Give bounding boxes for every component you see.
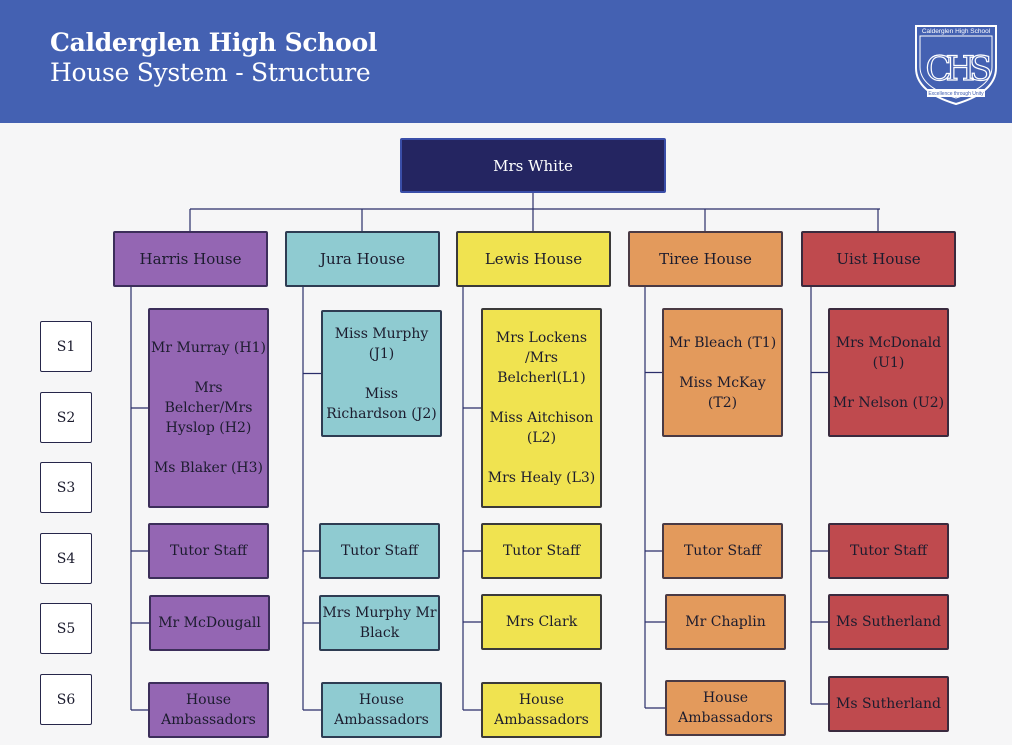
house-name: Uist House — [836, 250, 921, 268]
lewis-tutor-group-leaders: Mrs Lockens /Mrs Belcherl(L1) Miss Aitchi… — [481, 308, 602, 508]
svg-text:CHS: CHS — [926, 49, 991, 89]
uist-ambassadors-box: Ms Sutherland — [828, 676, 949, 732]
lewis-house-box: Lewis House — [456, 231, 611, 287]
tutor-group-leader: Mrs Belcher/Mrs Hyslop (H2) — [164, 380, 253, 436]
senior-staff-name: Mrs Clark — [505, 614, 578, 630]
svg-text:Excellence through Unity: Excellence through Unity — [928, 91, 984, 97]
jura-house-box: Jura House — [285, 231, 440, 287]
tiree-house-box: Tiree House — [628, 231, 783, 287]
tutor-group-leader: Miss Murphy (J1) — [334, 325, 429, 362]
tiree-ambassadors-box: House Ambassadors — [665, 680, 786, 736]
header-banner: Calderglen High School House System - St… — [0, 0, 1012, 123]
chart-subtitle: House System - Structure — [50, 58, 371, 87]
tutor-group-leader: Miss Richardson (J2) — [326, 385, 437, 422]
tutor-group-leader: Mr Murray (H1) — [151, 340, 266, 356]
tiree-tutor-group-leaders: Mr Bleach (T1) Miss McKay (T2) — [662, 308, 783, 437]
house-name: Tiree House — [659, 250, 752, 268]
tutor-group-leader: Miss McKay (T2) — [679, 374, 766, 411]
year-label: S4 — [56, 550, 76, 567]
year-box-s3: S3 — [40, 462, 92, 513]
head-box: Mrs White — [400, 138, 666, 193]
head-name: Mrs White — [493, 156, 573, 175]
tutor-group-leader: Mrs Lockens /Mrs Belcherl(L1) — [495, 330, 588, 386]
year-box-s1: S1 — [40, 321, 92, 372]
year-box-s2: S2 — [40, 392, 92, 443]
tutor-group-leader: Mrs Healy (L3) — [487, 470, 596, 486]
senior-staff-name: Mr McDougall — [158, 615, 261, 631]
tutor-staff-label: Tutor Staff — [849, 543, 928, 559]
tutor-group-leader: Mr Bleach (T1) — [668, 334, 777, 351]
year-label: S2 — [56, 409, 76, 426]
jura-tutor-staff-box: Tutor Staff — [319, 523, 440, 579]
year-box-s4: S4 — [40, 533, 92, 584]
year-box-s5: S5 — [40, 603, 92, 654]
ambassadors-label: House Ambassadors — [334, 692, 429, 728]
school-crest-logo: Calderglen High School CHS Excellence th… — [915, 25, 997, 106]
year-box-s6: S6 — [40, 674, 92, 725]
jura-ambassadors-box: House Ambassadors — [321, 682, 442, 738]
ambassadors-label: House Ambassadors — [161, 692, 256, 728]
lewis-senior-box: Mrs Clark — [481, 594, 602, 650]
tutor-staff-label: Tutor Staff — [340, 543, 419, 559]
tiree-tutor-staff-box: Tutor Staff — [662, 523, 783, 579]
uist-tutor-group-leaders: Mrs McDonald (U1) Mr Nelson (U2) — [828, 308, 949, 437]
tutor-group-leader: Mr Nelson (U2) — [832, 394, 945, 411]
lewis-ambassadors-box: House Ambassadors — [481, 682, 602, 738]
tutor-group-leader: Miss Aitchison (L2) — [489, 410, 594, 446]
uist-house-box: Uist House — [801, 231, 956, 287]
ambassadors-label: Ms Sutherland — [836, 696, 941, 712]
tutor-group-leader: Ms Blaker (H3) — [153, 460, 264, 476]
uist-senior-box: Ms Sutherland — [828, 594, 949, 650]
tutor-group-leader: Mrs McDonald (U1) — [835, 334, 942, 371]
house-name: Lewis House — [484, 250, 583, 268]
harris-senior-box: Mr McDougall — [149, 595, 270, 651]
house-name: Harris House — [139, 250, 242, 268]
senior-staff-name: Mrs Murphy Mr Black — [322, 605, 437, 641]
jura-tutor-group-leaders: Miss Murphy (J1) Miss Richardson (J2) — [321, 310, 442, 437]
house-name: Jura House — [320, 250, 405, 268]
tiree-senior-box: Mr Chaplin — [665, 594, 786, 650]
year-label: S3 — [56, 479, 76, 496]
senior-staff-name: Ms Sutherland — [836, 614, 941, 630]
svg-text:Calderglen High School: Calderglen High School — [922, 28, 991, 35]
jura-senior-box: Mrs Murphy Mr Black — [319, 595, 440, 651]
school-title: Calderglen High School — [50, 28, 378, 57]
harris-tutor-staff-box: Tutor Staff — [148, 523, 269, 579]
harris-tutor-group-leaders: Mr Murray (H1) Mrs Belcher/Mrs Hyslop (H2… — [148, 308, 269, 508]
ambassadors-label: House Ambassadors — [678, 690, 773, 726]
lewis-tutor-staff-box: Tutor Staff — [481, 523, 602, 579]
year-label: S6 — [56, 691, 76, 708]
harris-house-box: Harris House — [113, 231, 268, 287]
senior-staff-name: Mr Chaplin — [685, 614, 766, 630]
harris-ambassadors-box: House Ambassadors — [148, 682, 269, 738]
ambassadors-label: House Ambassadors — [494, 692, 589, 728]
year-label: S5 — [56, 620, 76, 637]
tutor-staff-label: Tutor Staff — [169, 543, 248, 559]
tutor-staff-label: Tutor Staff — [683, 543, 762, 559]
year-label: S1 — [56, 338, 76, 355]
tutor-staff-label: Tutor Staff — [502, 543, 581, 559]
uist-tutor-staff-box: Tutor Staff — [828, 523, 949, 579]
